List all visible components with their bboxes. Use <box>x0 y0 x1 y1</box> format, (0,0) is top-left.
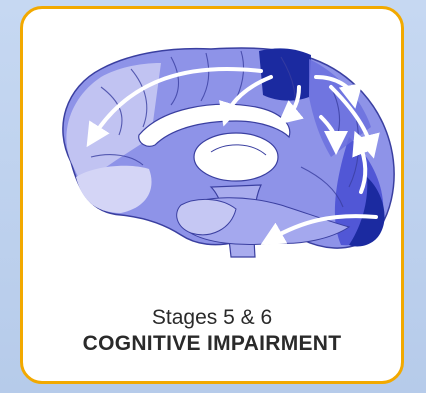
stage-label: Stages 5 & 6 <box>23 305 401 331</box>
stage-title: COGNITIVE IMPAIRMENT <box>23 331 401 357</box>
brain-diagram <box>31 17 399 267</box>
caption: Stages 5 & 6 COGNITIVE IMPAIRMENT <box>23 305 401 357</box>
figure-card: Stages 5 & 6 COGNITIVE IMPAIRMENT <box>20 6 404 384</box>
thalamus <box>194 133 278 181</box>
parietal-highlight <box>259 48 311 100</box>
